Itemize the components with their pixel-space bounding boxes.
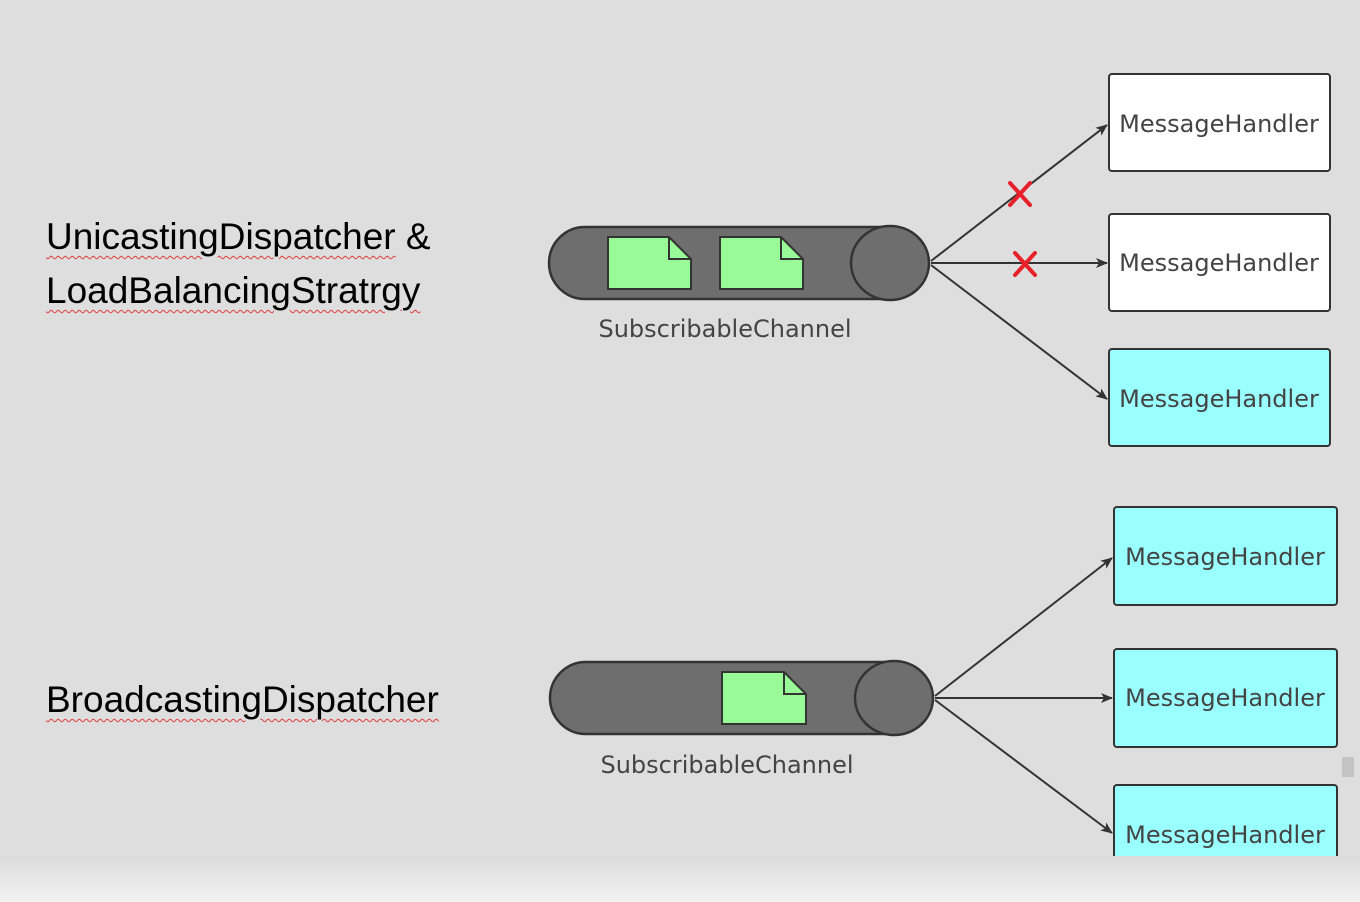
arrow-to-handler-3: [930, 264, 1108, 400]
broadcast-caption: BroadcastingDispatcher: [46, 673, 439, 727]
broadcast-group: SubscribableChannel MessageHandler Messa…: [548, 506, 1338, 884]
document-icon: [607, 236, 692, 290]
channel-pipe-end: [849, 224, 931, 302]
message-handler-box-selected: MessageHandler: [1113, 506, 1338, 606]
document-icon: [721, 671, 807, 725]
message-handler-box-selected: MessageHandler: [1113, 648, 1338, 748]
page-bottom-edge: [0, 856, 1360, 902]
broadcast-caption-word: BroadcastingDispatcher: [46, 679, 439, 720]
arrow-to-handler-3: [934, 699, 1113, 834]
channel-label-top: SubscribableChannel: [598, 315, 851, 343]
handler-label: MessageHandler: [1119, 249, 1319, 277]
cross-icon: [1013, 251, 1037, 277]
document-icon: [719, 236, 804, 290]
message-handler-box: MessageHandler: [1108, 73, 1331, 172]
unicast-group: SubscribableChannel MessageHandler M: [547, 73, 1331, 447]
unicast-caption-line1: UnicastingDispatcher &: [46, 210, 431, 264]
scrollbar-thumb[interactable]: [1342, 757, 1354, 777]
handler-label: MessageHandler: [1119, 385, 1319, 413]
handler-label: MessageHandler: [1125, 684, 1325, 712]
cross-icon: [1008, 181, 1032, 207]
unicast-caption-amp: &: [405, 216, 431, 257]
arrow-to-handler-1: [934, 557, 1113, 697]
channel-label-bottom: SubscribableChannel: [600, 751, 853, 779]
channel-pipe-end: [853, 659, 935, 737]
handler-label: MessageHandler: [1125, 543, 1325, 571]
message-handler-box-selected: MessageHandler: [1108, 348, 1331, 447]
handler-label: MessageHandler: [1125, 821, 1325, 849]
unicast-caption-line2: LoadBalancingStratrgy: [46, 264, 420, 318]
unicast-caption-word: UnicastingDispatcher: [46, 216, 396, 257]
message-handler-box: MessageHandler: [1108, 213, 1331, 312]
load-balancing-caption: LoadBalancingStratrgy: [46, 270, 421, 311]
handler-label: MessageHandler: [1119, 110, 1319, 138]
